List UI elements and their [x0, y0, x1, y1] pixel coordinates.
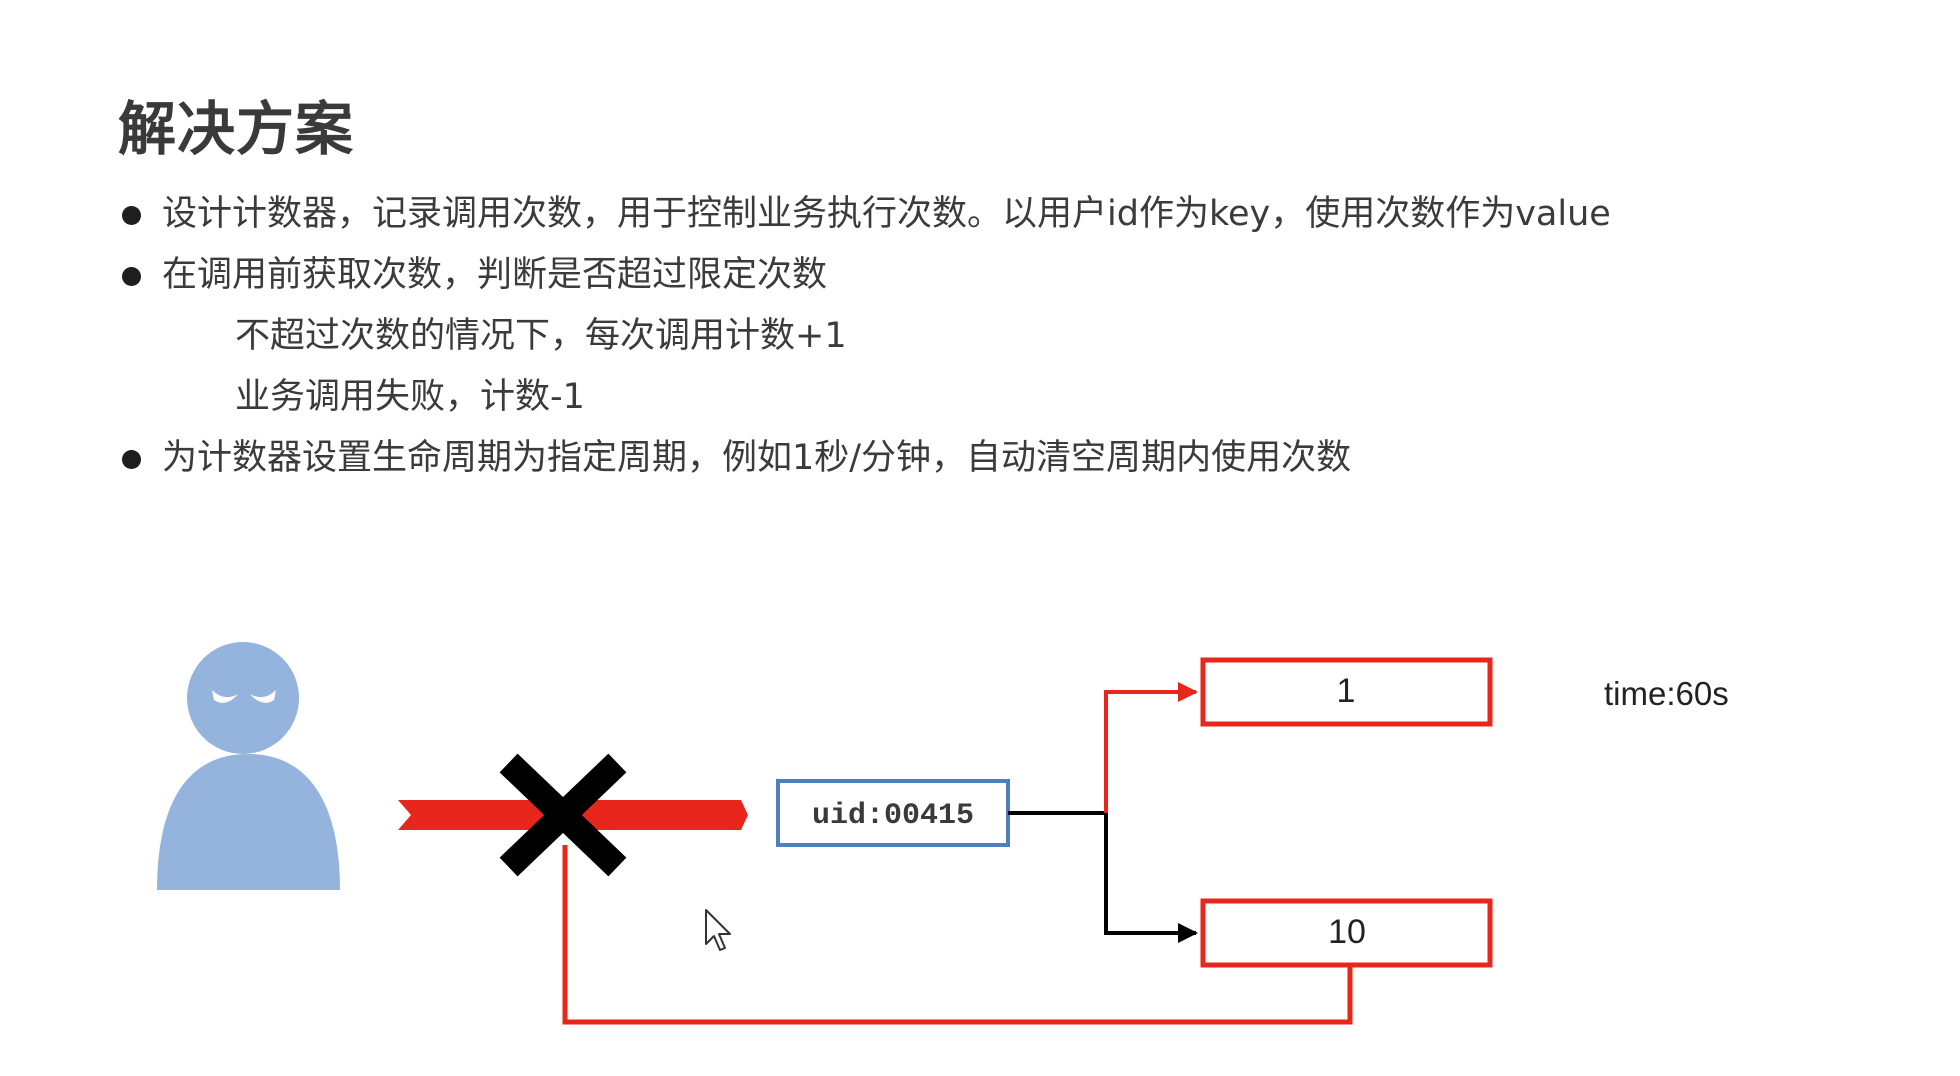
sub-bullet-item: 不超过次数的情况下，每次调用计数+1	[118, 306, 1838, 367]
bullet-list: 设计计数器，记录调用次数，用于控制业务执行次数。以用户id作为key，使用次数作…	[118, 184, 1838, 489]
bullet-text: 在调用前获取次数，判断是否超过限定次数	[162, 255, 828, 295]
user-avatar-icon	[157, 642, 340, 890]
bullet-item: 设计计数器，记录调用次数，用于控制业务执行次数。以用户id作为key，使用次数作…	[118, 184, 1838, 245]
mouse-cursor-icon	[705, 909, 731, 951]
blocked-x-icon	[499, 753, 627, 877]
bullet-dot-icon	[122, 450, 141, 469]
sub-bullet-item: 业务调用失败，计数-1	[118, 367, 1838, 428]
feedback-line	[562, 845, 1353, 1025]
bullet-item: 在调用前获取次数，判断是否超过限定次数	[118, 245, 1838, 306]
branch-to-top-counter	[1104, 682, 1198, 813]
bullet-dot-icon	[122, 267, 141, 286]
counter-box-top: 1	[1200, 657, 1493, 727]
sub-bullet-text: 业务调用失败，计数-1	[235, 377, 585, 417]
uid-key-label: uid:00415	[812, 799, 974, 833]
slide-title: 解决方案	[118, 95, 355, 163]
bullet-text: 设计计数器，记录调用次数，用于控制业务执行次数。以用户id作为key，使用次数作…	[162, 194, 1611, 234]
counter-bottom-value: 10	[1328, 913, 1366, 951]
branch-to-bottom-counter	[1104, 813, 1198, 943]
sub-bullet-text: 不超过次数的情况下，每次调用计数+1	[235, 316, 847, 356]
uid-key-box: uid:00415	[776, 779, 1010, 847]
counter-top-value: 1	[1337, 672, 1356, 710]
bullet-text: 为计数器设置生命周期为指定周期，例如1秒/分钟，自动清空周期内使用次数	[162, 438, 1352, 478]
bullet-dot-icon	[122, 206, 141, 225]
ttl-label: time:60s	[1604, 675, 1729, 712]
bullet-item: 为计数器设置生命周期为指定周期，例如1秒/分钟，自动清空周期内使用次数	[118, 428, 1838, 489]
counter-box-bottom: 10	[1200, 898, 1493, 968]
